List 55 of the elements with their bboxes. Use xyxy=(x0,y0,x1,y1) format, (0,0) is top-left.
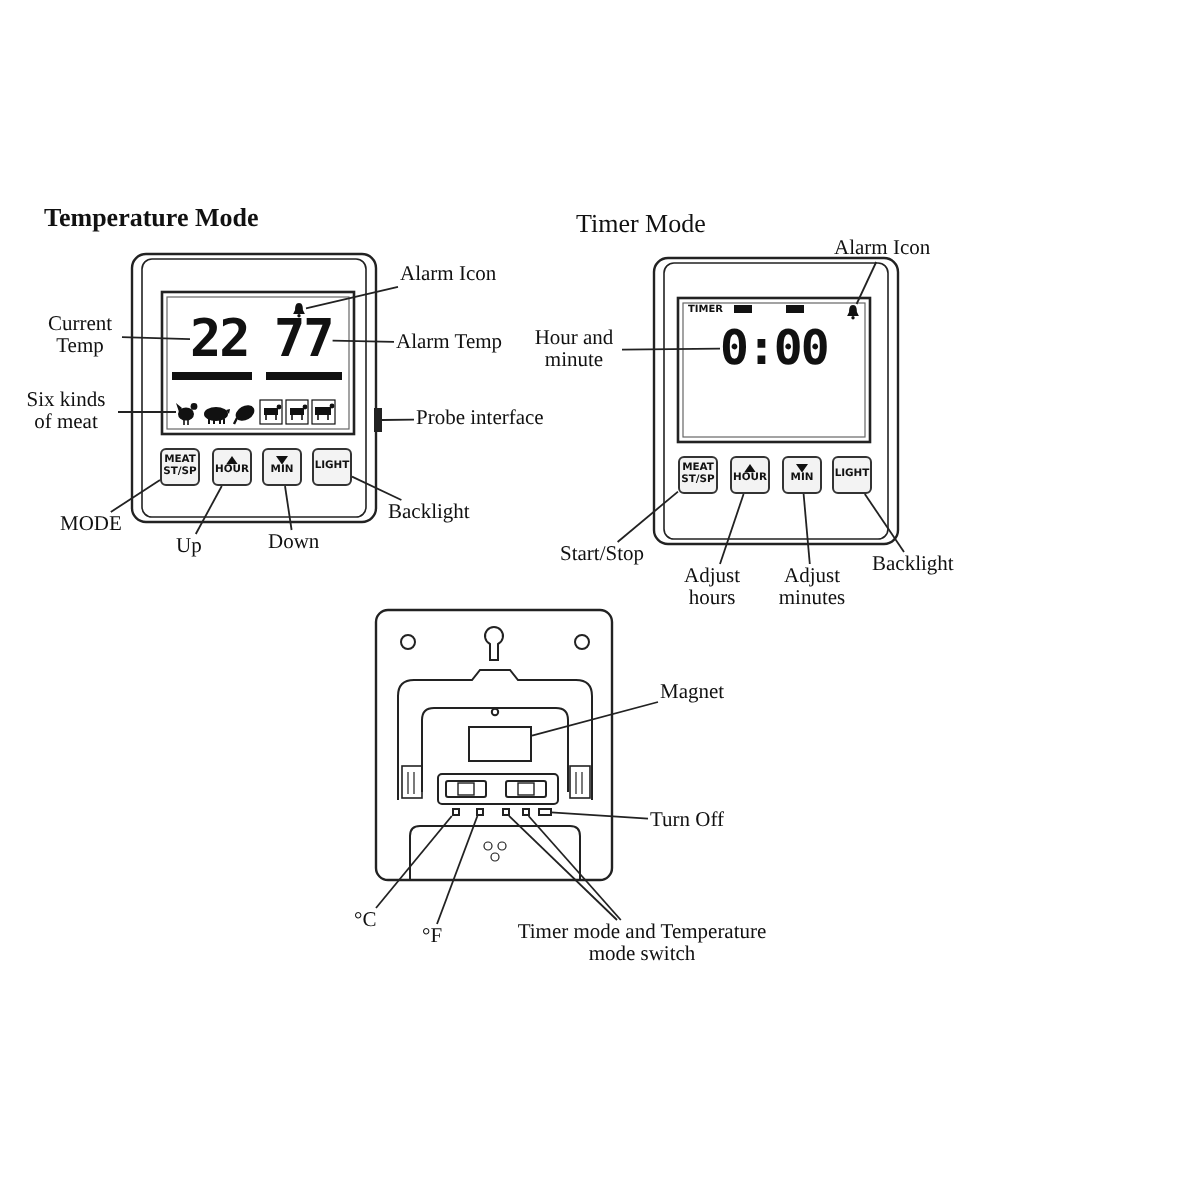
callout-label: Magnet xyxy=(660,682,725,704)
leader-line xyxy=(331,339,395,343)
leader-line xyxy=(802,493,811,565)
leader-line xyxy=(381,418,415,421)
callout-label: Alarm Temp xyxy=(396,332,503,354)
callout-label: Hour and minute xyxy=(528,328,620,372)
callout-label: Probe interface xyxy=(416,408,544,430)
callout-label: °F xyxy=(422,926,443,948)
leader-line xyxy=(284,485,293,531)
callout-label: Alarm Icon xyxy=(400,264,497,286)
callout-label: Alarm Icon xyxy=(834,238,931,260)
leader-line xyxy=(719,493,745,565)
leader-line xyxy=(436,815,479,925)
callout-label: Backlight xyxy=(872,554,954,576)
bell-icon xyxy=(846,304,860,320)
leader-line xyxy=(531,701,659,737)
leader-line xyxy=(375,815,453,909)
callout-label: Up xyxy=(176,536,202,558)
callout-label: Timer mode and Temperature mode switch xyxy=(516,922,768,966)
leader-line xyxy=(550,811,649,820)
callout-label: Start/Stop xyxy=(560,544,645,566)
callout-label: Backlight xyxy=(388,502,470,524)
callout-label: Turn Off xyxy=(650,810,725,832)
callout-label: Current Temp xyxy=(40,314,120,358)
magnet-plate xyxy=(468,726,532,762)
leader-line xyxy=(351,475,403,501)
temperature-reading: 22 xyxy=(190,314,249,366)
section-heading: Temperature Mode xyxy=(44,202,259,232)
alarm-temperature-reading: 77 xyxy=(274,314,333,366)
switch-position-mark xyxy=(501,808,509,816)
probe-socket xyxy=(374,408,382,432)
switch-position-mark xyxy=(537,808,551,816)
callout-label: MODE xyxy=(60,514,122,536)
section-heading: Timer Mode xyxy=(576,208,706,238)
leader-line xyxy=(621,347,721,351)
callout-label: °C xyxy=(354,910,377,932)
callout-label: Six kinds of meat xyxy=(16,390,116,434)
leader-line xyxy=(194,485,223,535)
timer-reading: 0:00 xyxy=(720,322,828,374)
leader-line xyxy=(527,815,622,921)
callout-label: Adjust minutes xyxy=(772,566,852,610)
leader-line xyxy=(109,479,161,513)
switch-position-mark xyxy=(451,808,459,816)
leader-line xyxy=(616,490,679,543)
leader-line xyxy=(508,814,618,921)
callout-label: Adjust hours xyxy=(680,566,744,610)
bell-icon xyxy=(292,302,306,318)
leader-line xyxy=(121,336,191,341)
leader-line xyxy=(117,411,177,413)
switch-position-mark xyxy=(521,808,529,816)
callout-label: Down xyxy=(268,532,320,554)
leader-line xyxy=(305,285,399,310)
switch-position-mark xyxy=(475,808,483,816)
animal-silhouettes-icon xyxy=(176,398,336,426)
leader-line xyxy=(855,261,878,305)
